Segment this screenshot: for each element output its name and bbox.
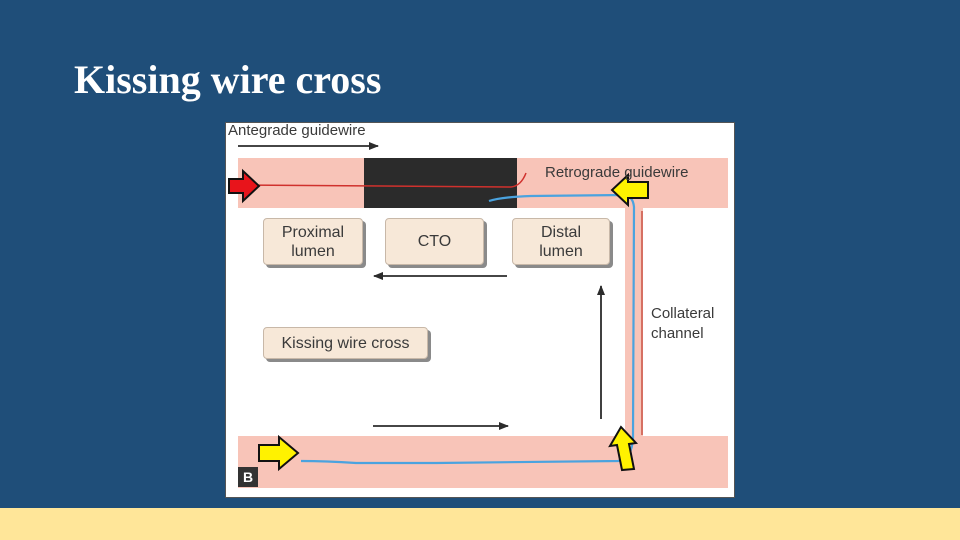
retrograde-label: Retrograde guidewire [545, 164, 689, 181]
distal-lumen-box: Distal lumen [512, 218, 610, 265]
retrograde-wire [300, 193, 636, 465]
slide-title: Kissing wire cross [74, 57, 382, 102]
proximal-vessel [238, 158, 366, 208]
antegrade-label: Antegrade guidewire [228, 122, 366, 139]
figure-drawing [228, 142, 728, 488]
kissing-wire-figure: Antegrade guidewire Retrograde guidewire… [225, 122, 735, 498]
proximal-lumen-box: Proximal lumen [263, 218, 363, 265]
yellow-marker-arrow-bottom-left [258, 434, 300, 472]
footer-bar [0, 508, 960, 540]
collateral-label: Collateral channel [651, 305, 715, 342]
kissing-wire-cross-box: Kissing wire cross [263, 327, 428, 359]
yellow-marker-arrow-top [610, 172, 649, 208]
cto-box: CTO [385, 218, 484, 265]
yellow-marker-arrow-bottom-up [608, 425, 639, 472]
red-marker-arrow [228, 168, 261, 204]
antegrade-wire [239, 172, 527, 188]
panel-letter: B [238, 467, 258, 487]
